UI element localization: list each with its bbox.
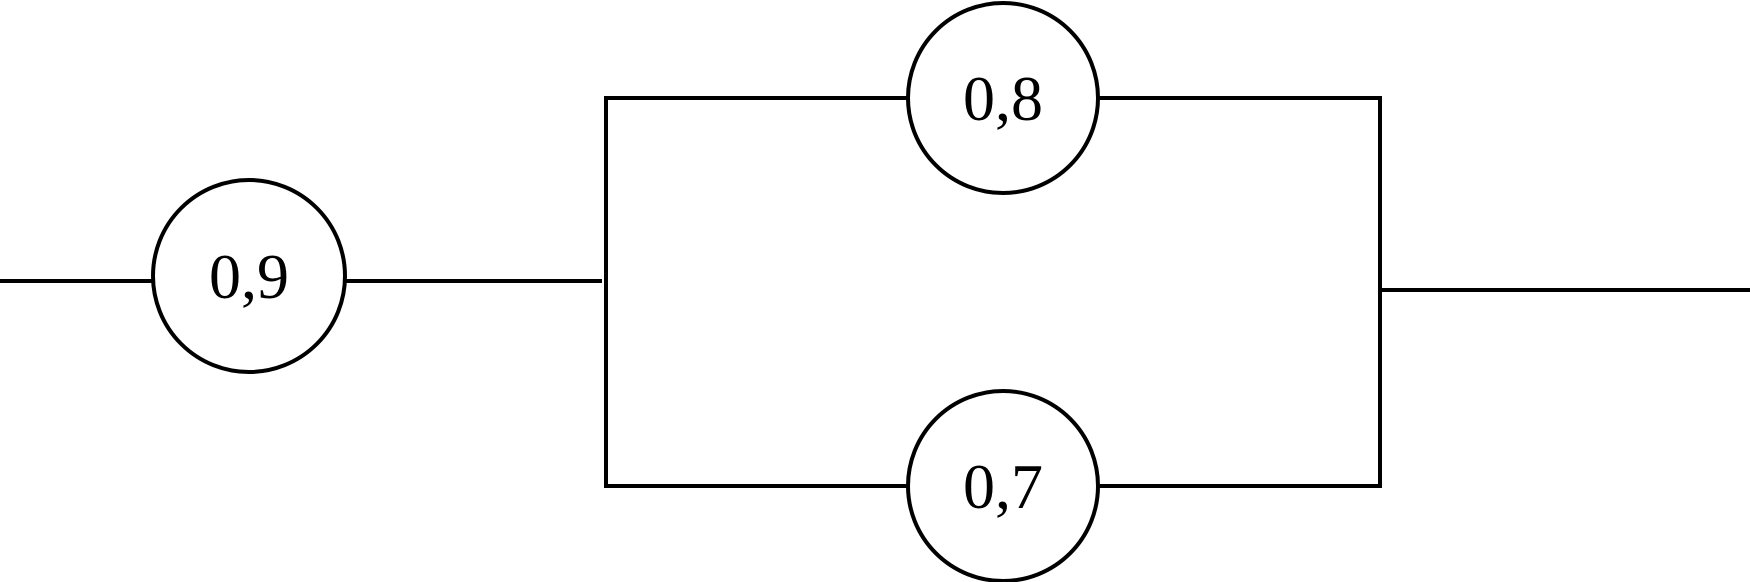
node-0-8: 0,8 (906, 1, 1100, 195)
left-branch-bracket (604, 96, 907, 488)
node-0-9: 0,9 (151, 178, 347, 374)
node-0-9-circle (151, 178, 347, 374)
node-0-8-label: 0,8 (963, 63, 1043, 134)
node-0-7-circle (906, 389, 1100, 582)
node-0-7: 0,7 (906, 389, 1100, 582)
node-0-7-label: 0,7 (963, 451, 1043, 522)
node-0-9-label: 0,9 (209, 241, 289, 312)
right-branch-bracket (1099, 96, 1382, 488)
node-0-8-circle (906, 1, 1100, 195)
wires (0, 96, 1750, 488)
